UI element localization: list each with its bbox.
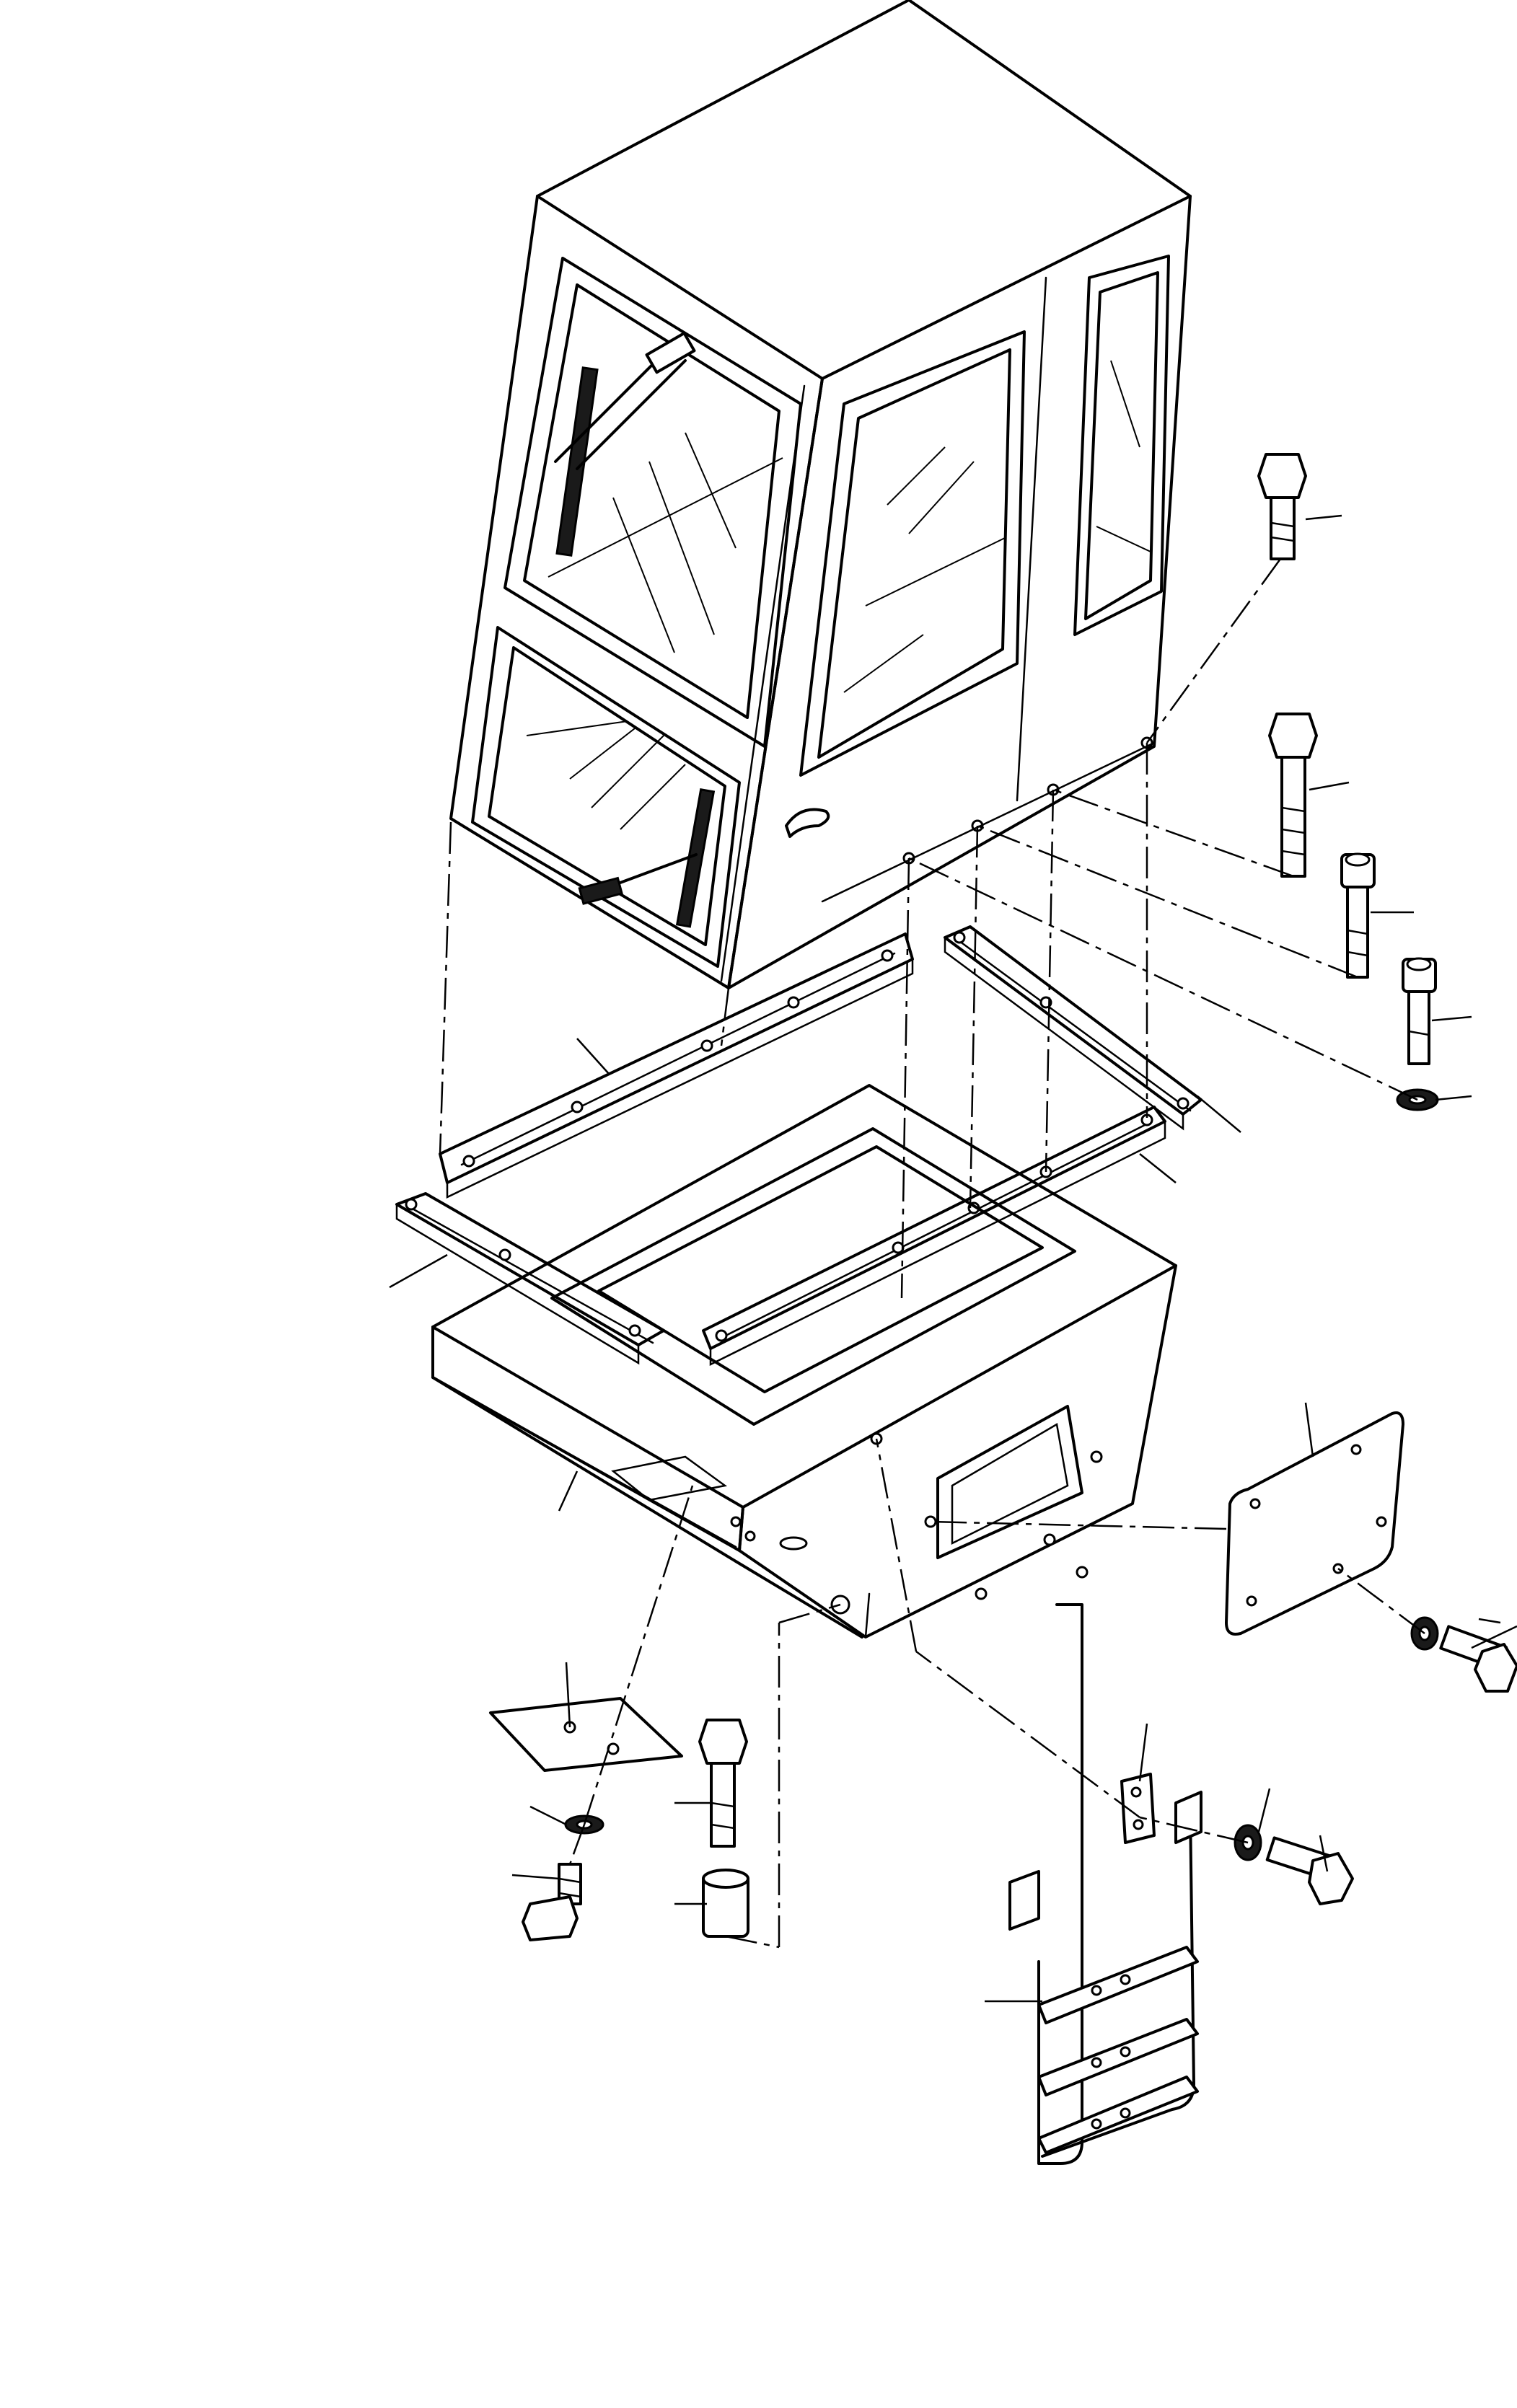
door-handle (785, 808, 830, 838)
bolt-long-1 (1257, 453, 1307, 560)
mount-rail-rear-left (439, 932, 914, 1199)
front-window-lower (471, 626, 741, 968)
bolt-panel (1439, 1625, 1517, 1693)
base-frame (431, 1084, 1177, 1639)
bolt-ladder (1265, 1836, 1354, 1905)
front-window-upper (504, 257, 802, 748)
mount-rail-front-right (702, 1106, 1166, 1367)
leader-lines (389, 514, 1517, 2003)
bolt-base (698, 1719, 748, 1848)
mount-rail-rear-right (944, 925, 1202, 1131)
socket-screw-1 (1340, 852, 1376, 979)
ladder (1008, 1603, 1202, 2165)
wiper-front-upper (554, 332, 696, 557)
side-window-rear (1073, 255, 1170, 636)
screw-plate (522, 1863, 582, 1941)
cab (449, 0, 1192, 989)
bolt-long-2 (1268, 713, 1318, 878)
wiper-front-lower (578, 788, 716, 928)
socket-screw-2 (1402, 957, 1437, 1065)
assembly-lines (439, 558, 1425, 1949)
door-window (799, 330, 1026, 777)
cover-plate (489, 1697, 683, 1772)
spacer (702, 1869, 749, 1938)
access-panel (1225, 1411, 1404, 1636)
